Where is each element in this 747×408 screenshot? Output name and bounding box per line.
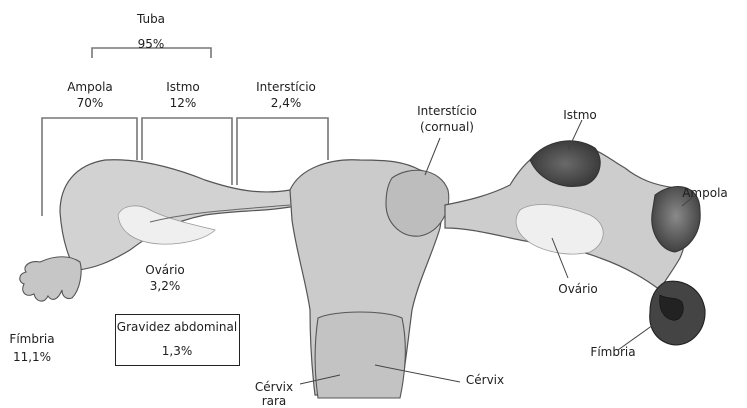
istmo-right-label: Istmo [563,108,597,122]
left-fimbria [20,257,81,301]
intersticio-right-pointer [425,138,440,175]
cervix-right-label: Cérvix [466,373,504,387]
ovario-left-value: 3,2% [150,279,181,293]
intersticio-right-line2: (cornual) [420,120,474,134]
ovario-right-label: Ovário [558,282,598,296]
tuba-value-label: 95% [138,37,165,51]
intersticio-left-value: 2,4% [271,96,302,110]
abdominal-value-label: 1,3% [162,344,193,358]
ampola-left-value: 70% [77,96,104,110]
fimbria-right-label: Fímbria [590,345,635,359]
ovario-left-name: Ovário [145,263,185,277]
intersticio-left-name: Interstício [256,80,316,94]
fimbria-left-name: Fímbria [9,332,54,346]
istmo-left-value: 12% [170,96,197,110]
abdominal-title-label: Gravidez abdominal [117,320,237,334]
cervix [315,312,405,398]
left-tube [60,160,300,270]
cervix-left-line2: rara [262,394,287,408]
intersticio-right-line1: Interstício [417,104,477,118]
ampola-left-name: Ampola [67,80,113,94]
tuba-title-label: Tuba [137,12,165,26]
fimbria-left-value: 11,1% [13,350,51,364]
ampola-right-label: Ampola [682,186,728,200]
istmo-left-name: Istmo [166,80,200,94]
cervix-left-line1: Cérvix [255,380,293,394]
